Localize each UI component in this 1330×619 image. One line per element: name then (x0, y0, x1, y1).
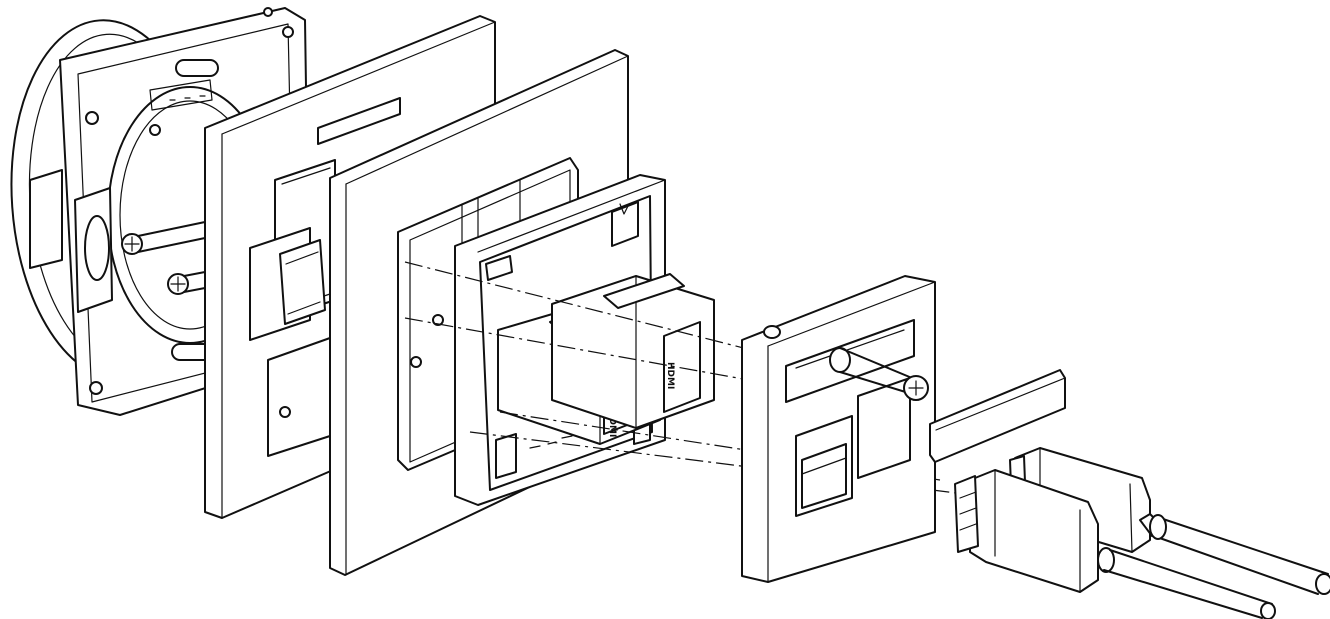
hdmi-label-left: HDMI (607, 410, 617, 437)
front-cover-plate (741, 275, 936, 583)
hdmi-label-right: HDMI (665, 362, 675, 389)
label-insert-strip (929, 369, 1066, 463)
hdmi-module-right: HDMI (551, 273, 715, 429)
hdmi-plug-front (954, 469, 1276, 619)
